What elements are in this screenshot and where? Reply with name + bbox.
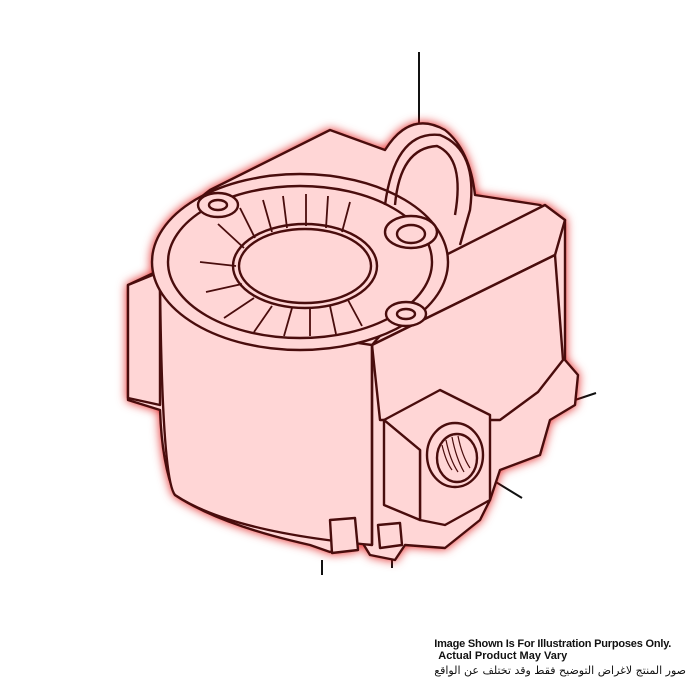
disclaimer-line-1: Image Shown Is For Illustration Purposes…	[434, 638, 672, 650]
disclaimer-caption: Image Shown Is For Illustration Purposes…	[434, 638, 686, 677]
disclaimer-line-2: Actual Product May Vary	[438, 650, 568, 662]
disclaimer-line-arabic: صور المنتج لاغراض التوضيح فقط وقد تختلف …	[434, 664, 686, 677]
valve-body	[126, 122, 580, 562]
